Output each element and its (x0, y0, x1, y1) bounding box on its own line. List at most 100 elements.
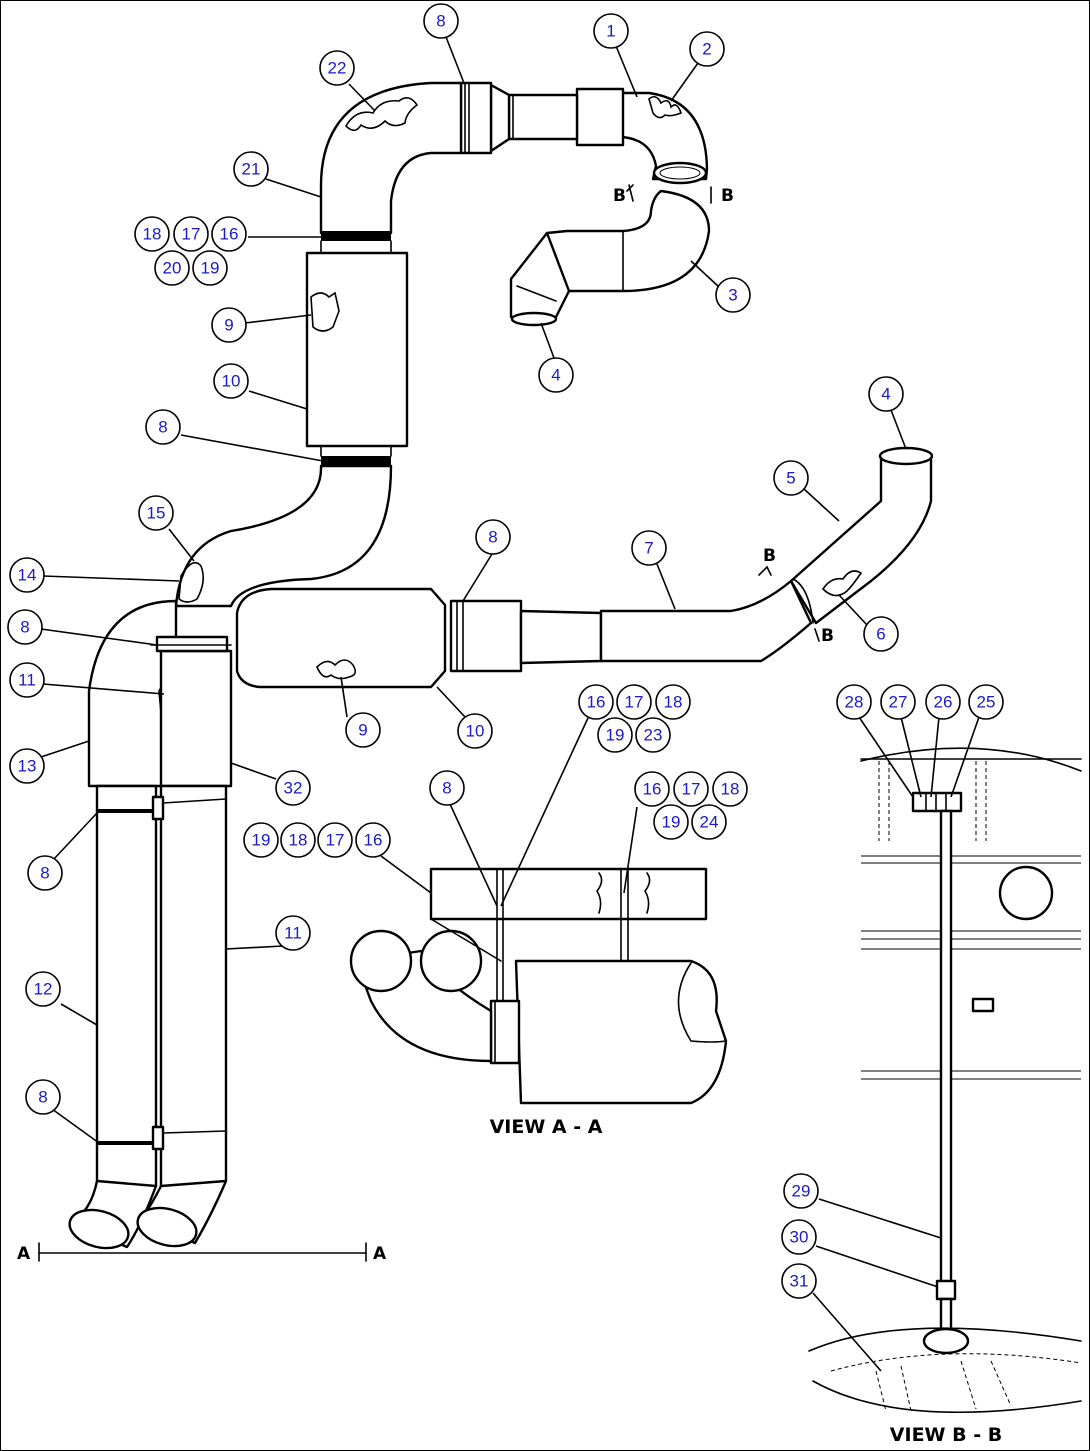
callout-1: 1 (593, 13, 629, 49)
left-stack-assembly: A A (17, 599, 387, 1264)
callout-18-view-a-1: 18 (655, 684, 691, 720)
svg-text:19: 19 (662, 813, 681, 832)
callout-31: 31 (781, 1263, 817, 1299)
svg-text:19: 19 (606, 726, 625, 745)
tube-upper (507, 93, 579, 141)
callout-30: 30 (781, 1219, 817, 1255)
view-a-muffler (514, 959, 728, 1105)
svg-text:9: 9 (358, 721, 367, 740)
callout-4-upper: 4 (538, 357, 574, 393)
callout-25: 25 (968, 684, 1004, 720)
callout-24: 24 (691, 804, 727, 840)
s-pipe (174, 464, 393, 608)
svg-text:17: 17 (326, 831, 345, 850)
view-b-title: VIEW B - B (890, 1424, 1002, 1446)
callout-22: 22 (319, 50, 355, 86)
tube-7 (599, 579, 813, 663)
rod-29 (939, 809, 953, 1288)
svg-text:18: 18 (664, 693, 683, 712)
svg-text:5: 5 (786, 469, 795, 488)
svg-text:22: 22 (328, 59, 347, 78)
callout-4-right: 4 (868, 376, 904, 412)
callout-3: 3 (715, 277, 751, 313)
callout-15: 15 (138, 495, 174, 531)
section-a-marker-left: A (17, 1244, 31, 1264)
callout-17-view-a-3: 17 (317, 822, 353, 858)
callout-8-horizontal: 8 (475, 519, 511, 555)
callout-21: 21 (233, 151, 269, 187)
pipe-6-cutaway (821, 570, 863, 597)
svg-text:15: 15 (147, 504, 166, 523)
svg-text:16: 16 (643, 780, 662, 799)
svg-text:32: 32 (284, 779, 303, 798)
elbow-2-flange (652, 161, 708, 185)
callout-16-view-a-3: 16 (355, 822, 391, 858)
upper-riser-assembly (305, 81, 463, 466)
coupling-horizontal (449, 599, 523, 673)
svg-text:16: 16 (220, 225, 239, 244)
callout-18-riser: 18 (134, 216, 170, 252)
callout-17-riser: 17 (173, 216, 209, 252)
s-pipe-cutaway (178, 561, 205, 603)
reducer-horizontal (519, 609, 603, 665)
clamp-1 (575, 87, 625, 147)
svg-text:8: 8 (38, 1088, 47, 1107)
callout-11-lower: 11 (275, 915, 311, 951)
callout-19-riser: 19 (192, 250, 228, 286)
svg-text:26: 26 (934, 693, 953, 712)
callout-28: 28 (836, 684, 872, 720)
callout-13: 13 (9, 748, 45, 784)
stack-12 (95, 784, 158, 1192)
svg-text:16: 16 (587, 693, 606, 712)
callout-26: 26 (925, 684, 961, 720)
svg-text:19: 19 (252, 831, 271, 850)
callout-17-view-a-2: 17 (673, 771, 709, 807)
callout-18-view-a-2: 18 (712, 771, 748, 807)
callout-8-left: 8 (7, 609, 43, 645)
callout-9-upper: 9 (211, 307, 247, 343)
callout-2: 2 (689, 31, 725, 67)
upper-elbow-assembly: B B (459, 81, 734, 327)
section-b-marker-left: B (613, 186, 626, 206)
callout-8-stack-lower: 8 (25, 1079, 61, 1115)
svg-text:21: 21 (242, 160, 261, 179)
svg-text:7: 7 (644, 539, 653, 558)
callout-8-riser: 8 (145, 409, 181, 445)
svg-text:8: 8 (20, 618, 29, 637)
callout-10-lower: 10 (457, 713, 493, 749)
elbow-13 (87, 599, 178, 788)
elbow-2 (619, 91, 709, 181)
svg-text:3: 3 (728, 286, 737, 305)
callout-8-stack-upper: 8 (27, 855, 63, 891)
stack-32-top (159, 649, 233, 788)
callout-17-view-a-1: 17 (616, 684, 652, 720)
svg-text:8: 8 (442, 779, 451, 798)
callout-8-top: 8 (423, 3, 459, 39)
svg-text:17: 17 (625, 693, 644, 712)
svg-text:27: 27 (889, 693, 908, 712)
callout-32: 32 (275, 770, 311, 806)
callout-18-view-a-3: 18 (280, 822, 316, 858)
callout-10-upper: 10 (213, 363, 249, 399)
svg-text:8: 8 (436, 12, 445, 31)
clamp-band-upper (321, 231, 391, 241)
svg-text:24: 24 (700, 813, 719, 832)
svg-text:11: 11 (284, 924, 302, 943)
svg-text:10: 10 (222, 372, 241, 391)
svg-text:16: 16 (364, 831, 383, 850)
svg-text:31: 31 (790, 1272, 809, 1291)
section-b-marker-mid-lower: B (821, 626, 834, 646)
view-a-title: VIEW A - A (490, 1116, 603, 1138)
svg-text:8: 8 (488, 528, 497, 547)
flange-4-upper (510, 311, 558, 327)
coupling-left-top (155, 635, 229, 653)
callout-19-view-a-3: 19 (243, 822, 279, 858)
callout-16-view-a-1: 16 (578, 684, 614, 720)
svg-text:28: 28 (845, 693, 864, 712)
callout-19-view-a-2: 19 (653, 804, 689, 840)
callout-7: 7 (631, 530, 667, 566)
callout-8-view-a: 8 (429, 770, 465, 806)
svg-text:19: 19 (201, 259, 220, 278)
svg-text:13: 13 (18, 757, 37, 776)
